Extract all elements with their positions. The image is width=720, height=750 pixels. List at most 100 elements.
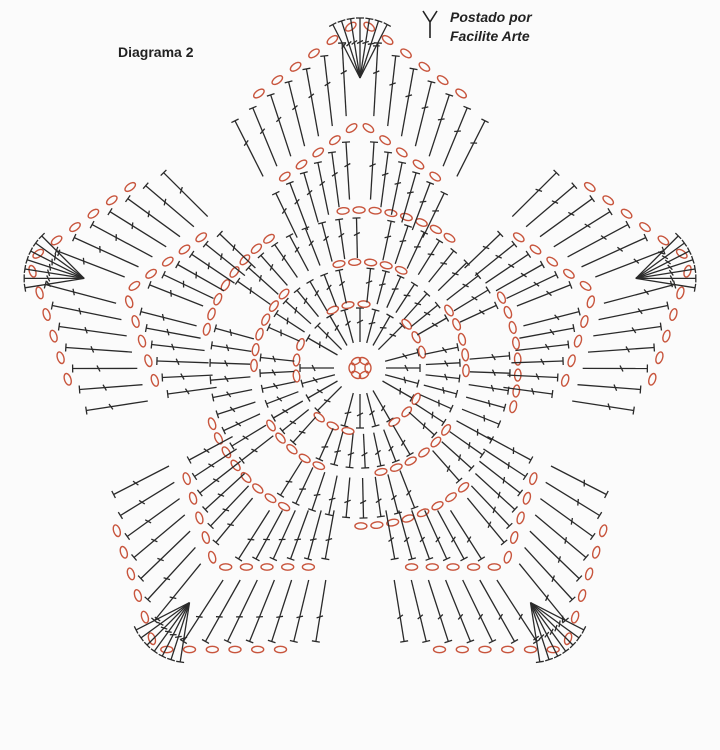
chain-stitch [251, 342, 260, 357]
double-crochet [386, 364, 421, 372]
chain-stitch [354, 522, 368, 530]
double-crochet [234, 510, 271, 562]
chain-stitch [431, 500, 444, 511]
double-crochet [335, 218, 346, 260]
double-crochet [111, 465, 170, 499]
chain-stitch [201, 531, 211, 544]
double-crochet [398, 510, 417, 561]
double-crochet [385, 510, 399, 561]
double-crochet [406, 230, 429, 269]
double-crochet [212, 497, 254, 546]
double-crochet [428, 92, 454, 157]
double-crochet [534, 514, 589, 561]
chain-stitch [137, 334, 147, 348]
double-crochet [252, 510, 283, 562]
double-crochet [539, 195, 596, 238]
double-crochet [273, 309, 305, 333]
double-crochet [313, 161, 330, 215]
double-crochet [215, 401, 256, 419]
double-crochet [346, 17, 361, 79]
chain-stitch [584, 567, 594, 581]
double-crochet [266, 323, 300, 342]
chain-stitch [112, 524, 122, 538]
double-crochet [201, 579, 241, 644]
chain-stitch [384, 209, 398, 218]
chain-stitch [462, 363, 470, 378]
double-crochet [359, 17, 374, 79]
chain-stitch [512, 336, 520, 350]
chain-stitch [509, 531, 519, 544]
double-crochet [372, 42, 382, 117]
double-crochet [271, 241, 298, 278]
double-crochet [437, 510, 468, 562]
credit-line-1: Postado por [450, 9, 532, 25]
double-crochet [207, 485, 250, 530]
chain-stitch [271, 75, 284, 86]
chain-stitch [278, 171, 291, 182]
double-crochet [133, 602, 190, 634]
double-crochet [523, 307, 581, 327]
chain-stitch [150, 373, 160, 387]
chain-stitch [308, 48, 320, 59]
chain-stitch [501, 645, 515, 654]
double-crochet [143, 602, 190, 649]
double-crochet [202, 240, 246, 277]
double-crochet [117, 481, 175, 520]
chain-stitch [328, 135, 341, 146]
double-crochet [518, 563, 570, 624]
double-crochet [524, 546, 576, 603]
chain-stitch [126, 567, 136, 581]
chain-stitch [401, 318, 413, 330]
chain-stitch [50, 235, 63, 246]
double-crochet [635, 239, 688, 279]
double-crochet [598, 301, 670, 321]
double-crochet [32, 239, 85, 279]
chain-stitch [512, 232, 525, 243]
double-crochet [293, 287, 320, 318]
double-crochet [449, 510, 486, 562]
double-crochet [28, 247, 85, 279]
chain-stitch [119, 545, 129, 559]
double-crochet [160, 169, 209, 218]
double-crochet [582, 364, 649, 373]
double-crochet [38, 232, 85, 279]
double-crochet [301, 226, 321, 266]
double-crochet [144, 546, 196, 603]
double-crochet [461, 408, 502, 429]
chain-stitch [523, 645, 538, 654]
double-crochet [356, 307, 364, 342]
double-crochet [176, 602, 191, 664]
chain-stitch [341, 301, 355, 310]
double-crochet [416, 314, 450, 336]
chain-stitch [87, 208, 100, 219]
double-crochet [186, 436, 233, 464]
double-crochet [147, 280, 204, 307]
double-crochet [85, 400, 148, 415]
chain-stitch [379, 261, 393, 270]
double-crochet [359, 22, 392, 79]
double-crochet [209, 375, 251, 385]
chain-stitch [261, 313, 271, 326]
chain-stitch [363, 258, 378, 267]
double-crochet [209, 358, 251, 367]
double-crochet [635, 274, 697, 283]
chain-stitch [577, 589, 587, 602]
double-crochet [260, 381, 296, 393]
double-crochet [356, 17, 364, 78]
double-crochet [581, 233, 648, 268]
double-crochet [266, 92, 292, 157]
chain-stitch [124, 295, 134, 309]
double-crochet [234, 277, 271, 305]
double-crochet [399, 470, 419, 510]
double-crochet [338, 42, 348, 117]
double-crochet [603, 280, 677, 304]
double-crochet [401, 171, 421, 223]
double-crochet [432, 450, 463, 484]
double-crochet [382, 380, 415, 402]
double-crochet [529, 530, 583, 582]
double-crochet [387, 474, 402, 515]
double-crochet [420, 394, 454, 413]
chain-stitch [140, 610, 150, 624]
chain-stitch [63, 372, 72, 386]
chain-stitch [105, 195, 118, 206]
